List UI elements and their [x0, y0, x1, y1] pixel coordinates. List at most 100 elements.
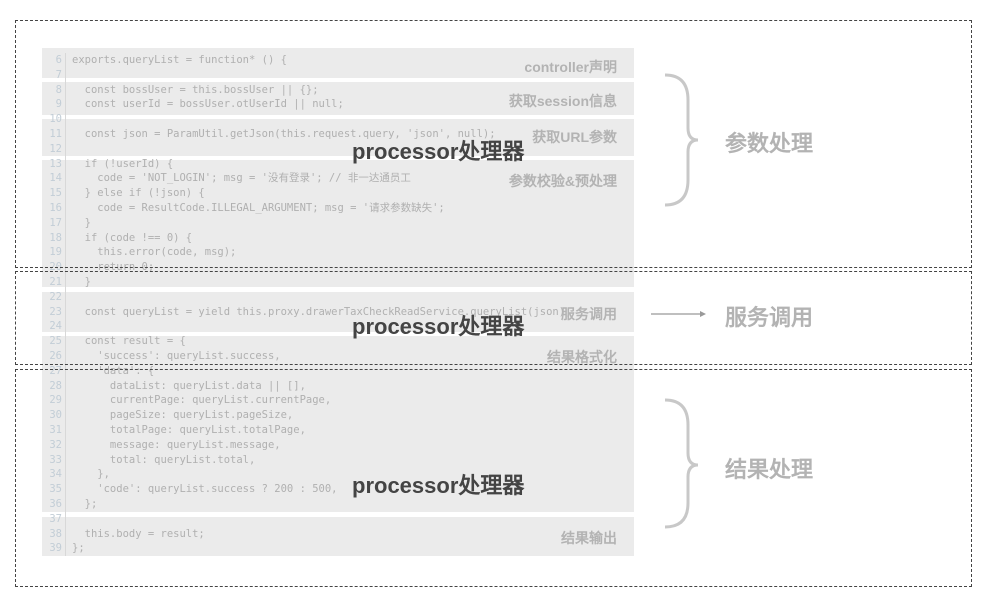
code-text: };: [72, 542, 85, 555]
code-text: }: [72, 216, 91, 229]
segment-session: [42, 82, 634, 115]
line-number: 22: [42, 289, 66, 305]
code-line: 37: [42, 511, 72, 527]
code-line: 19 this.error(code, msg);: [42, 245, 237, 261]
code-text: const bossUser = this.bossUser || {};: [72, 83, 319, 96]
code-line: 10: [42, 112, 72, 128]
code-text: message: queryList.message,: [72, 438, 281, 451]
code-text: currentPage: queryList.currentPage,: [72, 394, 332, 407]
code-text: code = 'NOT_LOGIN'; msg = '没有登录'; // 非一达…: [72, 172, 411, 185]
segment-validation: [42, 160, 634, 287]
code-text: totalPage: queryList.totalPage,: [72, 424, 306, 436]
code-line: 30 pageSize: queryList.pageSize,: [42, 408, 293, 424]
line-number: 24: [42, 319, 66, 335]
line-number: 30: [42, 408, 66, 424]
code-text: 'code': queryList.success ? 200 : 500,: [72, 483, 338, 496]
line-number: 35: [42, 482, 66, 498]
segment-service: [42, 292, 634, 332]
code-line: 8 const bossUser = this.bossUser || {};: [42, 82, 319, 98]
code-text: 'data': {: [72, 364, 155, 377]
segment-label: 获取session信息: [508, 93, 617, 109]
line-number: 18: [42, 230, 66, 246]
line-number: 11: [42, 127, 66, 142]
code-line: 12: [42, 141, 72, 157]
code-line: 22: [42, 289, 72, 305]
arrow-head-icon: [700, 311, 706, 317]
segment-label: 结果格式化: [547, 349, 617, 365]
line-number: 12: [42, 141, 66, 157]
line-number: 15: [42, 186, 66, 202]
line-number: 10: [42, 112, 66, 128]
code-text: this.body = result;: [72, 527, 205, 540]
line-number: 37: [42, 511, 66, 527]
code-text: if (code !== 0) {: [72, 231, 193, 244]
line-number: 19: [42, 245, 66, 261]
line-number: 9: [42, 97, 66, 113]
segment-output: [42, 517, 634, 556]
segment-url-params: [42, 119, 634, 156]
stage-label-service: 服务调用: [725, 305, 814, 330]
code-line: 17 }: [42, 215, 91, 231]
stage-box-service: [15, 271, 972, 365]
code-line: 11 const json = ParamUtil.getJson(this.r…: [42, 127, 496, 142]
line-number: 34: [42, 467, 66, 483]
code-text: 'success': queryList.success,: [72, 350, 281, 362]
brace-icon: [664, 398, 699, 529]
code-text: dataList: queryList.data || [],: [72, 379, 306, 392]
stage-box-params: [15, 20, 972, 268]
line-number: 31: [42, 423, 66, 438]
code-line: 15 } else if (!json) {: [42, 186, 205, 202]
segment-label: 参数校验&预处理: [508, 173, 617, 189]
line-number: 23: [42, 304, 66, 320]
code-line: 28 dataList: queryList.data || [],: [42, 378, 306, 394]
code-line: 25 const result = {: [42, 334, 186, 350]
code-text: } else if (!json) {: [72, 187, 205, 200]
line-number: 17: [42, 215, 66, 231]
stage-box-result: [15, 369, 972, 587]
stage-label-params: 参数处理: [725, 131, 814, 156]
line-number: 16: [42, 201, 66, 216]
line-number: 14: [42, 171, 66, 187]
segment-label: 服务调用: [561, 306, 617, 322]
code-line: 29 currentPage: queryList.currentPage,: [42, 393, 332, 409]
code-line: 9 const userId = bossUser.otUserId || nu…: [42, 97, 344, 113]
code-text: },: [72, 468, 110, 481]
code-text: const result = {: [72, 335, 186, 348]
line-number: 32: [42, 437, 66, 453]
code-text: }: [72, 276, 91, 288]
line-number: 6: [42, 53, 66, 68]
code-text: this.error(code, msg);: [72, 246, 237, 259]
line-number: 29: [42, 393, 66, 409]
line-number: 33: [42, 452, 66, 468]
brace-icon: [664, 73, 699, 207]
code-line: 36 };: [42, 497, 97, 512]
code-text: if (!userId) {: [72, 157, 174, 170]
code-line: 7: [42, 67, 72, 83]
code-line: 32 message: queryList.message,: [42, 437, 281, 453]
segment-label: controller声明: [524, 59, 617, 75]
segment-controller: [42, 48, 634, 78]
code-line: 38 this.body = result;: [42, 526, 205, 542]
code-text: const userId = bossUser.otUserId || null…: [72, 98, 344, 111]
stage-label-result: 结果处理: [725, 457, 814, 482]
processor-label: processor处理器: [352, 473, 525, 498]
code-line: 24: [42, 319, 72, 335]
code-line: 34 },: [42, 467, 110, 483]
processor-label: processor处理器: [352, 314, 525, 339]
segment-format: [42, 336, 634, 512]
segment-label: 获取URL参数: [532, 129, 617, 145]
code-line: 31 totalPage: queryList.totalPage,: [42, 423, 306, 438]
code-line: 16 code = ResultCode.ILLEGAL_ARGUMENT; m…: [42, 201, 445, 216]
code-line: 18 if (code !== 0) {: [42, 230, 193, 246]
line-number: 25: [42, 334, 66, 350]
code-line: 27 'data': {: [42, 363, 155, 379]
code-text: exports.queryList = function* () {: [72, 54, 287, 66]
code-text: const queryList = yield this.proxy.drawe…: [72, 305, 572, 318]
line-number: 26: [42, 349, 66, 364]
code-text: total: queryList.total,: [72, 453, 256, 466]
line-number: 13: [42, 156, 66, 172]
line-number: 27: [42, 363, 66, 379]
line-number: 36: [42, 497, 66, 512]
